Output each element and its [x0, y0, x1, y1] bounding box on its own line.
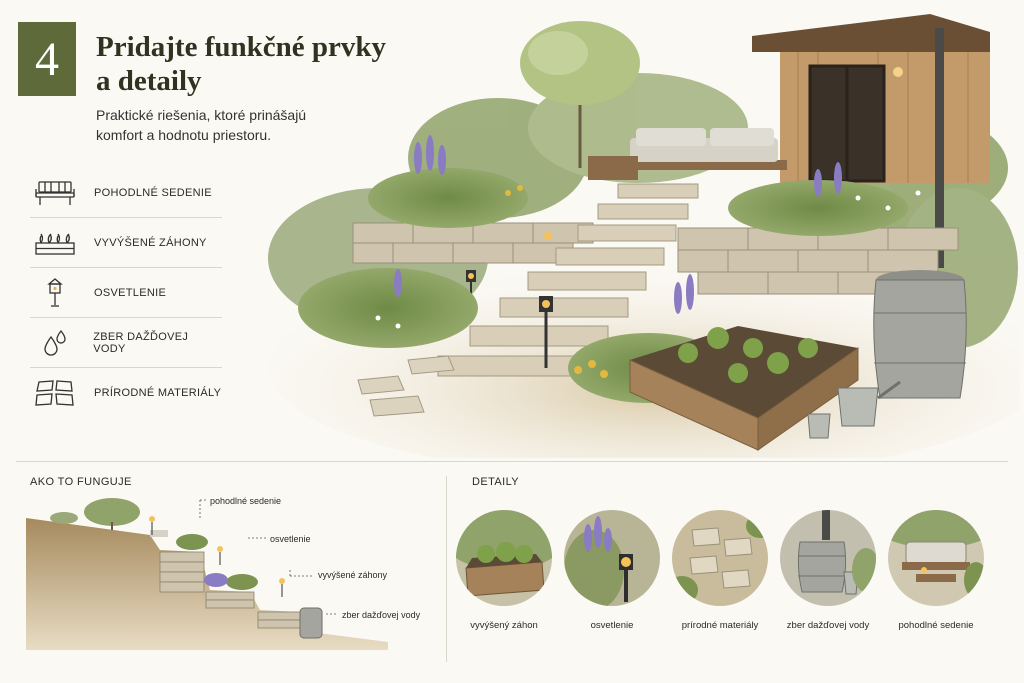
- feature-item-lighting: OSVETLENIE: [30, 268, 222, 318]
- slope-cross-section-diagram: [26, 498, 388, 650]
- detail-caption: osvetlenie: [590, 620, 634, 631]
- column-divider: [446, 476, 447, 662]
- lounge-sofa: [588, 128, 787, 180]
- feature-label: ZBER DAŽĎOVEJ VODY: [93, 330, 189, 355]
- title-line-2: a detaily: [96, 65, 202, 97]
- details-row: vyvýšený záhon osvetlenie prírodné mater…: [452, 510, 1012, 650]
- water-drops-icon: [30, 326, 79, 360]
- detail-seating: pohodlné sedenie: [884, 510, 988, 631]
- detail-lighting-image: [564, 510, 660, 606]
- section-divider: [16, 461, 1008, 462]
- detail-caption: zber dažďovej vody: [786, 620, 870, 631]
- detail-caption: pohodlné sedenie: [898, 620, 974, 631]
- diagram-label-seating: pohodlné sedenie: [210, 496, 282, 506]
- rain-barrel: [873, 270, 967, 399]
- feature-item-raised-beds: VYVÝŠENÉ ZÁHONY: [30, 218, 222, 268]
- step-number: 4: [35, 32, 59, 86]
- page-subtitle: Praktické riešenia, ktoré prinášajú komf…: [96, 107, 307, 143]
- detail-lighting: osvetlenie: [560, 510, 664, 631]
- feature-item-seating: POHODLNÉ SEDENIE: [30, 168, 222, 218]
- detail-materials-image: [672, 510, 768, 606]
- title-line-1: Pridajte funkčné prvky: [96, 31, 386, 63]
- feature-list: POHODLNÉ SEDENIE VYVÝŠENÉ ZÁHONY: [30, 168, 222, 418]
- detail-rainwater-image: [780, 510, 876, 606]
- garden-illustration: [268, 14, 1020, 458]
- tree: [520, 21, 640, 168]
- feature-label: VYVÝŠENÉ ZÁHONY: [94, 236, 207, 249]
- detail-seating-image: [888, 510, 984, 606]
- raised-bed: [629, 326, 859, 451]
- details-heading: DETAILY: [472, 476, 520, 488]
- raised-bed-icon: [30, 226, 80, 260]
- feature-item-materials: PRÍRODNÉ MATERIÁLY: [30, 368, 222, 418]
- stone-steps: [437, 183, 699, 377]
- step-number-badge: 4: [18, 22, 76, 96]
- detail-caption: prírodné materiály: [681, 620, 759, 631]
- feature-label: POHODLNÉ SEDENIE: [94, 186, 212, 199]
- diagram-label-raised-beds: vyvýšené záhony: [318, 570, 388, 580]
- garden-shed: [752, 14, 990, 268]
- watering-cans: [807, 380, 901, 439]
- feature-item-rainwater: ZBER DAŽĎOVEJ VODY: [30, 318, 222, 368]
- diagram-label-rainwater: zber dažďovej vody: [342, 610, 421, 620]
- bench-icon: [30, 176, 80, 210]
- stepping-stones: [357, 355, 455, 417]
- lamp-icon: [30, 276, 80, 310]
- diagram-label-lighting: osvetlenie: [270, 534, 311, 544]
- detail-raised-bed: vyvýšený záhon: [452, 510, 556, 631]
- detail-materials: prírodné materiály: [668, 510, 772, 631]
- page-title: Pridajte funkčné prvky a detaily: [96, 30, 426, 98]
- detail-raised-bed-image: [456, 510, 552, 606]
- feature-label: PRÍRODNÉ MATERIÁLY: [94, 387, 222, 399]
- detail-rainwater: zber dažďovej vody: [776, 510, 880, 631]
- detail-caption: vyvýšený záhon: [470, 620, 538, 631]
- feature-label: OSVETLENIE: [94, 286, 167, 299]
- stones-icon: [30, 376, 80, 410]
- how-it-works-heading: AKO TO FUNGUJE: [30, 476, 132, 488]
